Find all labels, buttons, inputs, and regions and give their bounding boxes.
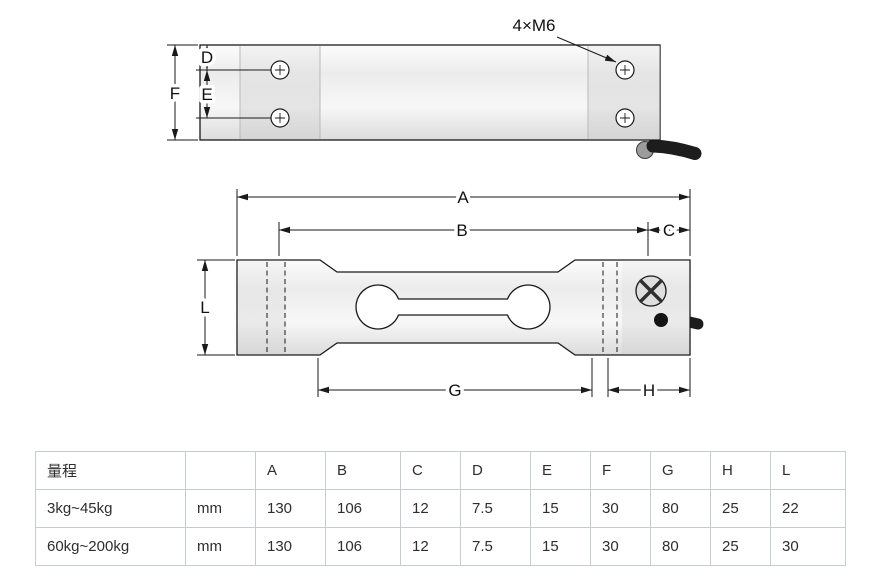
- dim-label-a: A: [457, 188, 469, 207]
- dim-label-h: H: [643, 381, 655, 400]
- spec-table-container: 量程 A B C D E F G H L 3kg~45kg mm 130 106: [35, 451, 846, 566]
- dim-label-b: B: [456, 221, 467, 240]
- dim-label-d: D: [201, 48, 213, 67]
- table-cell: 30: [770, 527, 846, 566]
- table-cell: mm: [185, 489, 256, 528]
- hole-center-marks: [275, 65, 630, 123]
- table-header-row: 量程 A B C D E F G H L: [35, 451, 846, 490]
- side-cable: [636, 139, 702, 160]
- header-cell-b: B: [325, 451, 401, 490]
- screw-head: [635, 275, 667, 307]
- table-cell: 25: [710, 489, 771, 528]
- table-cell: 7.5: [460, 527, 531, 566]
- top-left-shading: [237, 260, 286, 355]
- thread-callout: 4×M6: [513, 16, 617, 63]
- table-cell: 30: [590, 527, 651, 566]
- header-cell-l: L: [770, 451, 846, 490]
- dim-label-c: C: [663, 221, 675, 240]
- table-row: 60kg~200kg mm 130 106 12 7.5 15 30 80 25…: [35, 527, 846, 566]
- table-cell: 22: [770, 489, 846, 528]
- table-cell: mm: [185, 527, 256, 566]
- dimensions-table: 量程 A B C D E F G H L 3kg~45kg mm 130 106: [35, 451, 846, 566]
- top-dimension-lines: [197, 189, 691, 397]
- header-cell-g: G: [650, 451, 711, 490]
- table-cell: 130: [255, 489, 326, 528]
- dim-label-l: L: [200, 298, 209, 317]
- table-cell: 30: [590, 489, 651, 528]
- dim-label-g: G: [448, 381, 461, 400]
- header-cell-d: D: [460, 451, 531, 490]
- cable: [646, 139, 702, 160]
- dumbbell-cutout: [355, 284, 551, 330]
- table-cell: 60kg~200kg: [35, 527, 186, 566]
- top-right-shading: [622, 260, 690, 355]
- table-cell: 7.5: [460, 489, 531, 528]
- table-cell: 80: [650, 489, 711, 528]
- dim-label-f: F: [170, 84, 180, 103]
- table-cell: 80: [650, 527, 711, 566]
- header-cell-a: A: [255, 451, 326, 490]
- table-cell: 12: [400, 489, 461, 528]
- side-dimension-lines: [167, 44, 271, 141]
- thread-callout-label: 4×M6: [513, 16, 556, 35]
- hidden-hole-lines: [266, 262, 618, 353]
- top-view: A B C L G H: [197, 185, 704, 404]
- header-cell-f: F: [590, 451, 651, 490]
- table-row: 3kg~45kg mm 130 106 12 7.5 15 30 80 25 2…: [35, 489, 846, 528]
- header-cell-h: H: [710, 451, 771, 490]
- header-cell-unit: [185, 451, 256, 490]
- dim-label-e: E: [201, 85, 212, 104]
- screw-cross: [639, 279, 663, 303]
- header-cell-c: C: [400, 451, 461, 490]
- header-cell-range: 量程: [35, 451, 186, 490]
- header-cell-e: E: [530, 451, 591, 490]
- side-holes: [270, 60, 635, 128]
- leader-line: [556, 36, 617, 63]
- table-cell: 12: [400, 527, 461, 566]
- table-cell: 106: [325, 527, 401, 566]
- table-cell: 130: [255, 527, 326, 566]
- extension-lines: [197, 189, 691, 397]
- extension-lines: [167, 44, 271, 141]
- table-cell: 15: [530, 527, 591, 566]
- table-cell: 106: [325, 489, 401, 528]
- cable-exit: [654, 313, 668, 327]
- table-cell: 15: [530, 489, 591, 528]
- table-cell: 25: [710, 527, 771, 566]
- table-cell: 3kg~45kg: [35, 489, 186, 528]
- side-view: D E F 4×M6: [166, 16, 702, 160]
- technical-drawing: D E F 4×M6: [166, 16, 704, 404]
- block-edges: [239, 46, 589, 139]
